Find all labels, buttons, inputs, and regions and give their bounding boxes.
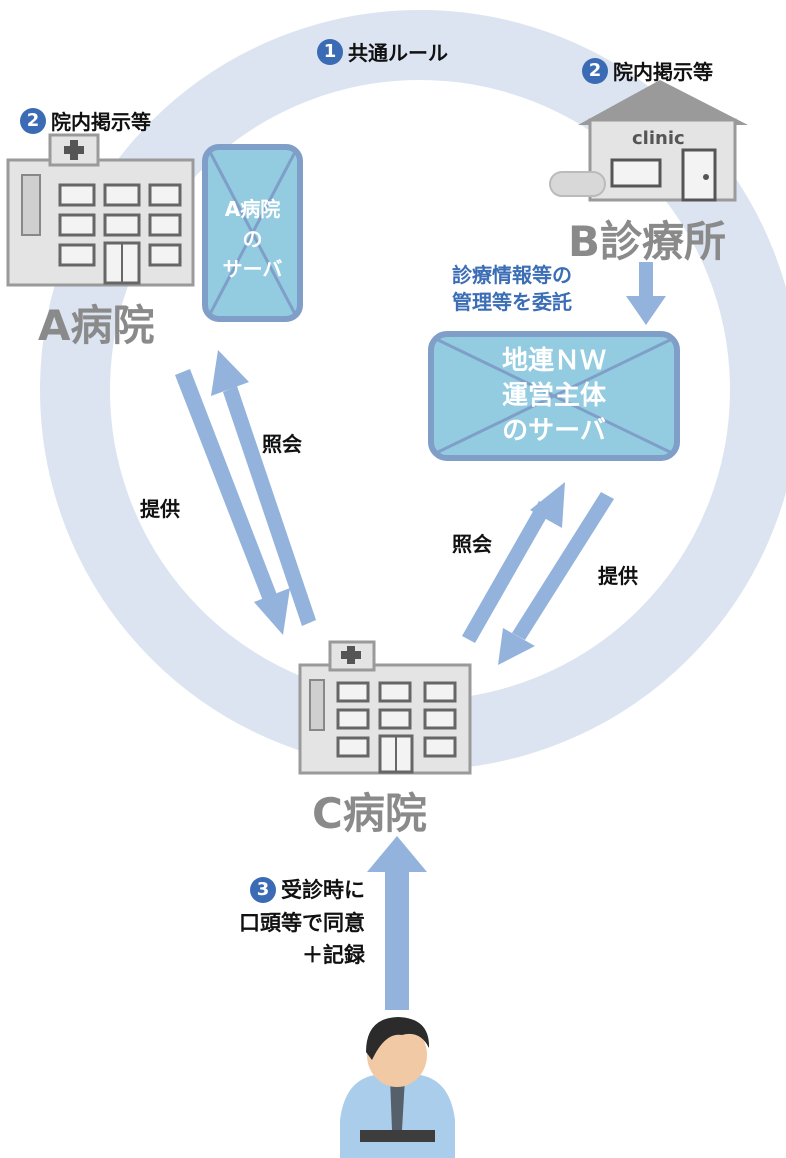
a-server-icon [202,144,303,322]
query-arrow-a [211,350,316,626]
b-clinic-name: B診療所 [568,217,727,266]
a-hospital-name: A病院 [38,301,155,350]
consent-line1: 受診時に [281,878,365,902]
query-arrow-b [462,482,565,643]
query-label-a: 照会 [262,432,302,456]
common-rule-text: 共通ルール [348,41,448,65]
a-server-line1: A病院 [224,197,281,221]
nw-server-label: 地連ＮＷ 運営主体 のサーバ [431,344,677,449]
a-notice-label: 2 院内掲示等 [20,106,151,135]
c-hospital-name: C病院 [312,789,427,838]
nw-server-line1: 地連ＮＷ [501,346,606,376]
b-notice-label: 2 院内掲示等 [582,56,713,85]
step-1-badge: 1 [317,38,343,65]
a-server-label: A病院 の サーバ [205,194,300,284]
provide-label-b: 提供 [598,564,638,588]
consent-line2: 口頭等で同意 [239,910,365,935]
b-notice-text: 院内掲示等 [613,60,713,84]
consign-line1: 診療情報等の [452,263,572,287]
step-2-badge: 2 [20,107,46,134]
nw-server-line2: 運営主体 [501,381,606,412]
a-notice-text: 院内掲示等 [51,110,151,134]
a-server-line2: の [242,227,263,251]
consent-arrow [367,836,427,1010]
b-clinic-building-icon [549,80,748,202]
consign-arrow [626,262,666,325]
a-hospital-building-icon [6,133,195,287]
consign-line2: 管理等を委託 [452,290,572,314]
step-2-badge: 2 [582,57,608,84]
query-label-b: 照会 [452,532,492,556]
patient-icon [340,1017,455,1158]
nw-server-line3: のサーバ [502,416,606,447]
c-hospital-building-icon [298,640,472,775]
consent-label: 3 受診時に 口頭等で同意 ＋記録 [190,874,365,972]
provide-arrow-b [498,492,614,665]
provide-arrow-a [175,369,290,635]
consign-note: 診療情報等の 管理等を委託 [452,262,572,316]
step-3-badge: 3 [250,877,276,904]
consent-line3: ＋記録 [302,943,365,968]
clinic-sign: clinic [632,128,685,149]
a-server-line3: サーバ [222,257,283,281]
nw-server-icon [428,331,680,461]
provide-label-a: 提供 [140,497,180,521]
common-rule-label: 1 共通ルール [317,37,448,66]
